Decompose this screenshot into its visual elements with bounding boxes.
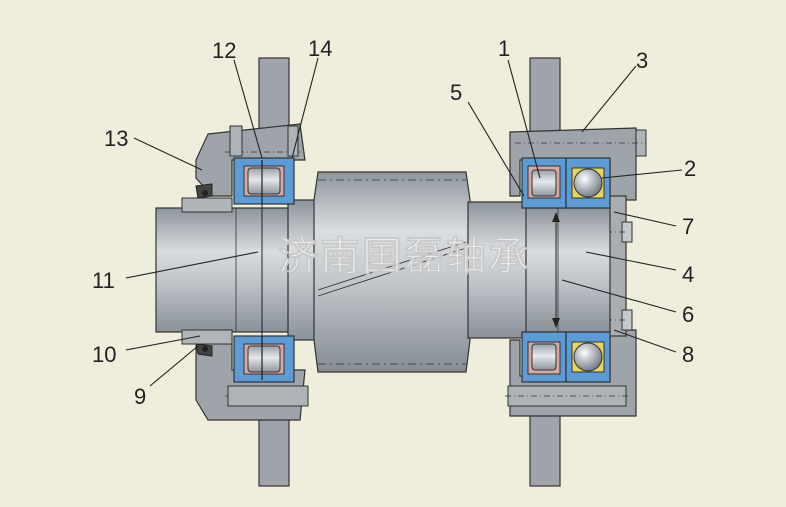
shaft (155, 171, 611, 373)
callout-9: 9 (134, 384, 146, 409)
right-roller-bearing-top (521, 157, 567, 209)
right-ball-bearing-top (565, 157, 611, 209)
callout-13-14-label: 14 (308, 36, 332, 61)
callout-12: 12 (212, 38, 236, 63)
right-roller-bearing-bottom (521, 331, 567, 383)
callout-1: 1 (498, 36, 510, 61)
watermark-text: 济南国磊轴承 (278, 234, 530, 280)
callout-7: 7 (682, 214, 694, 239)
callout-4: 4 (682, 262, 694, 287)
callout-8: 8 (682, 342, 694, 367)
left-bearing-bottom (233, 335, 295, 383)
left-seal (195, 183, 213, 357)
right-dimension-line (552, 212, 560, 328)
callout-3: 3 (636, 48, 648, 73)
callout-13: 13 (104, 126, 128, 151)
callout-2: 2 (684, 156, 696, 181)
callout-5: 5 (450, 80, 462, 105)
callout-6: 6 (682, 302, 694, 327)
left-bearing-top (233, 157, 295, 205)
leader-lines (125, 57, 683, 387)
right-housing (505, 57, 647, 487)
callout-10: 10 (92, 342, 116, 367)
callout-11: 11 (92, 268, 115, 293)
right-ball-bearing-bottom (565, 331, 611, 383)
